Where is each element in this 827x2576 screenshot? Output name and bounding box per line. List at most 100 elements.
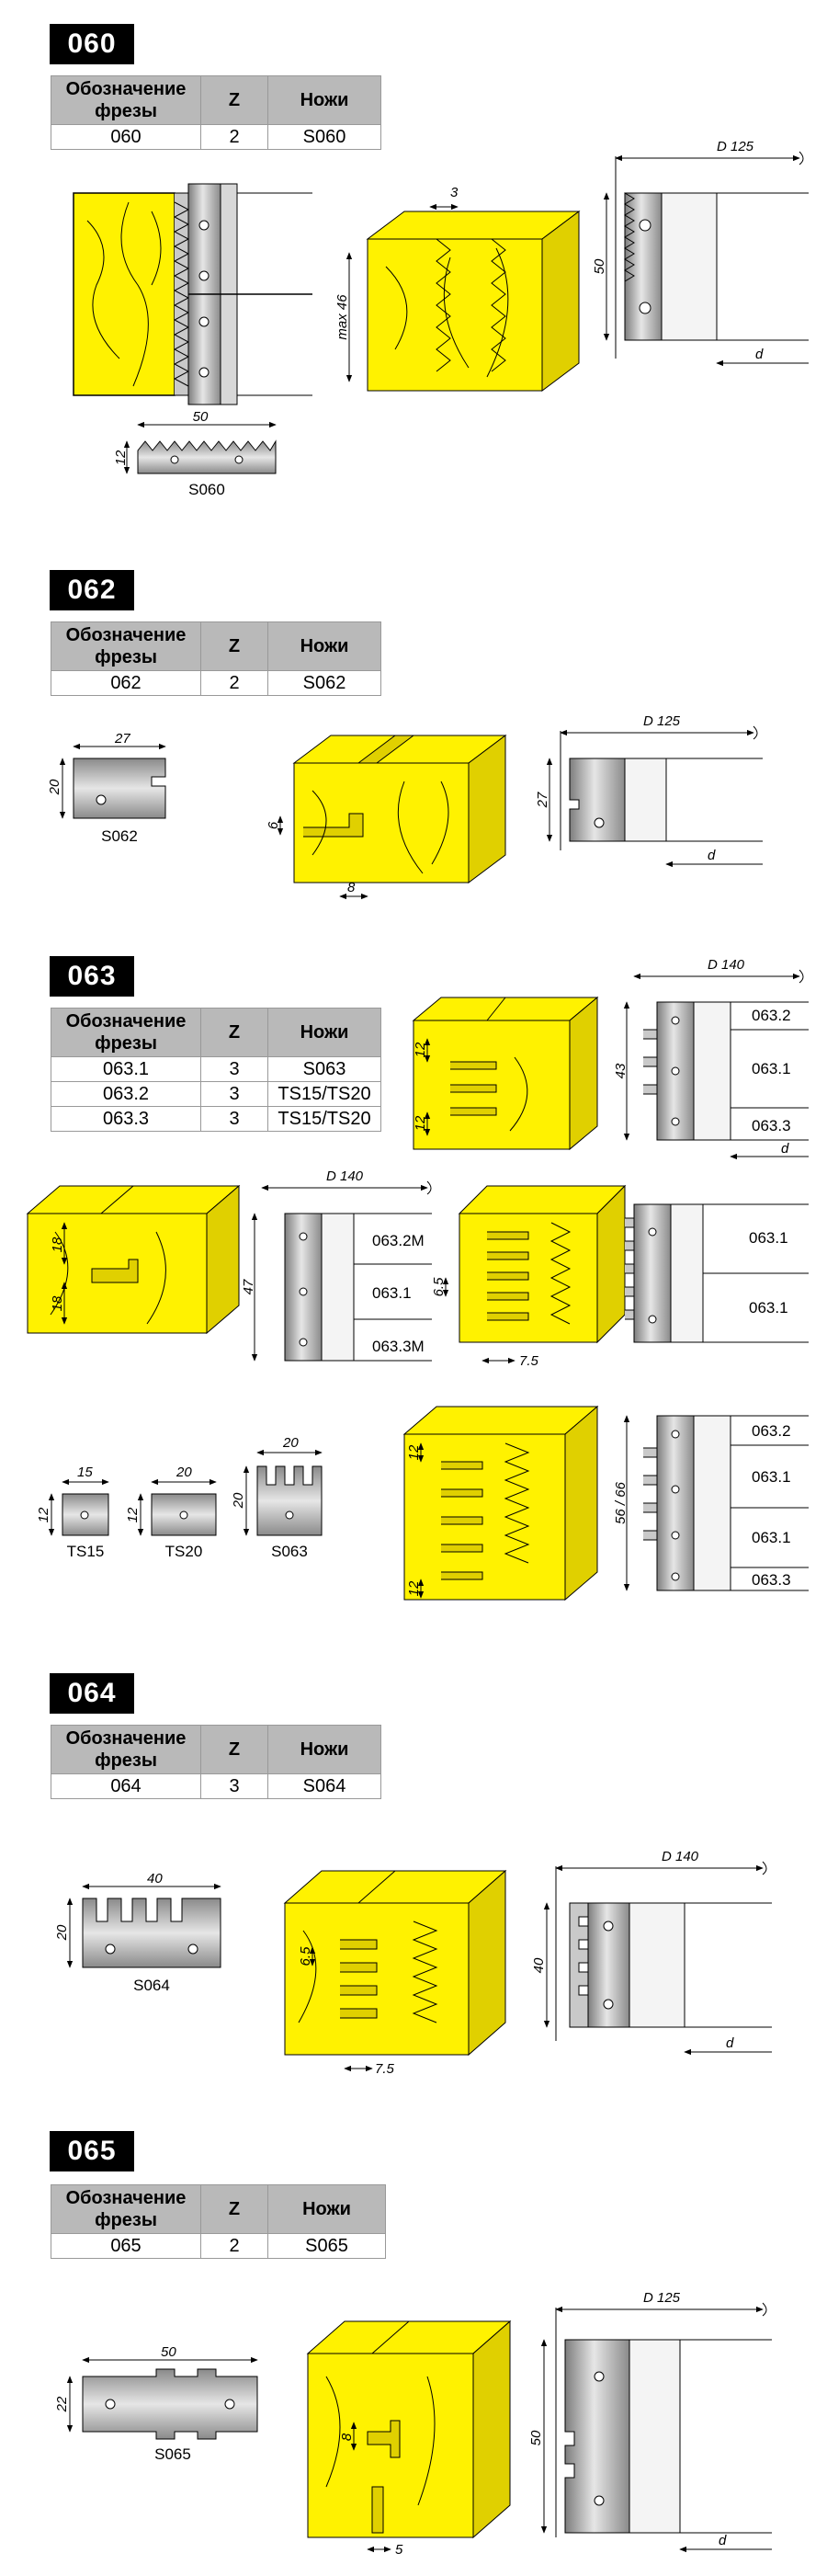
cell-designation: 063.3	[51, 1106, 201, 1132]
dim-bore: d	[719, 2533, 727, 2548]
table-header-row: Обозначение фрезы Z Ножи	[51, 75, 381, 125]
cell-designation: 062	[51, 670, 201, 696]
dim-bore: d	[755, 347, 764, 362]
dim-knife-height: 12	[113, 450, 129, 465]
dim-cutter-height: 50	[528, 2430, 544, 2445]
stack-label: 063.1	[752, 1060, 791, 1077]
dim-cutter-dia: D 125	[717, 139, 754, 154]
knife-s064-figure: 40 20 S064	[54, 1871, 221, 1994]
cell-knives: S060	[267, 124, 381, 150]
header-designation: Обозначение фрезы	[51, 75, 201, 125]
header-knives: Ножи	[267, 1008, 381, 1057]
cell-designation: 064	[51, 1773, 201, 1799]
table-row: 064 3 S064	[51, 1773, 381, 1799]
dim-cutter-dia: D 140	[662, 1849, 699, 1864]
profile-block-figure: 12 12	[402, 1405, 599, 1601]
cell-knives: S065	[267, 2233, 386, 2259]
dim-ts20: 20	[176, 1465, 192, 1480]
stack-label: 063.3	[752, 1117, 791, 1134]
header-knives: Ножи	[267, 2184, 386, 2234]
section-062: 062 Обозначение фрезы Z Ножи 062 2 S062 …	[0, 552, 827, 947]
header-z: Z	[200, 75, 268, 125]
header-designation: Обозначение фрезы	[51, 1725, 201, 1774]
table-header-row: Обозначение фрезы Z Ножи	[51, 1725, 381, 1774]
profile-block-figure: 6.5 7.5	[431, 1184, 627, 1369]
section-badge: 060	[50, 24, 134, 64]
section-badge: 064	[50, 1673, 134, 1714]
header-knives: Ножи	[267, 1725, 381, 1774]
stack-label: 063.1	[752, 1529, 791, 1546]
section-063: 063 Обозначение фрезы Z Ножи 063.1 3 S06…	[0, 947, 827, 1673]
cell-knives: TS15/TS20	[267, 1106, 381, 1132]
header-z: Z	[200, 1008, 268, 1057]
table-header-row: Обозначение фрезы Z Ножи	[51, 2184, 386, 2234]
cutter-stack-figure: D 140 063.2M 063.1 063.3M 47	[241, 1168, 432, 1362]
header-knives: Ножи	[267, 621, 381, 671]
stack-label: 063.3	[752, 1571, 791, 1589]
dim-groove-width: 5	[395, 2542, 403, 2558]
dim-knife-width: 27	[114, 731, 130, 747]
dim-cutter-height: 40	[531, 1957, 547, 1973]
header-z: Z	[200, 2184, 268, 2234]
dim-bore: d	[781, 1141, 789, 1157]
dim-pitch: 7.5	[519, 1353, 539, 1369]
dim-pitch: 7.5	[375, 2061, 395, 2077]
dim-knife-width: 50	[161, 2344, 176, 2360]
dim-knife-width: 50	[193, 409, 209, 425]
dim-knife-height: 22	[54, 2396, 70, 2412]
spec-table: Обозначение фрезы Z Ножи 063.1 3 S063 06…	[51, 1008, 381, 1132]
header-z: Z	[200, 621, 268, 671]
cell-knives: TS15/TS20	[267, 1081, 381, 1107]
cell-z: 3	[200, 1106, 268, 1132]
knife-s062-figure: 27 20 S062	[47, 731, 166, 845]
dim-tenon: 12	[413, 1042, 428, 1057]
knife-label: S062	[101, 827, 138, 845]
header-knives: Ножи	[267, 75, 381, 125]
dim-tenon: 18	[50, 1295, 65, 1311]
section-badge: 062	[50, 570, 134, 610]
cell-designation: 065	[51, 2233, 201, 2259]
cell-knives: S064	[267, 1773, 381, 1799]
knife-label: S063	[271, 1543, 308, 1560]
dim-groove-width: 8	[347, 880, 356, 895]
knife-label: TS20	[165, 1543, 203, 1560]
header-designation: Обозначение фрезы	[51, 1008, 201, 1057]
header-z: Z	[200, 1725, 268, 1774]
table-header-row: Обозначение фрезы Z Ножи	[51, 621, 381, 671]
header-designation: Обозначение фрезы	[51, 2184, 201, 2234]
table-row: 063.3 3 TS15/TS20	[51, 1106, 381, 1132]
table-row: 063.2 3 TS15/TS20	[51, 1081, 381, 1107]
stack-label: 063.1	[749, 1299, 788, 1316]
dim-knife-height: 20	[54, 1924, 70, 1941]
section-065: 065 Обозначение фрезы Z Ножи 065 2 S065 …	[0, 2105, 827, 2576]
cell-designation: 060	[51, 124, 201, 150]
table-header-row: Обозначение фрезы Z Ножи	[51, 1008, 381, 1057]
cutter-stack-figure: D 140 063.2 063.1 063.3 43 d	[613, 957, 809, 1160]
dim-knife-width: 40	[147, 1871, 163, 1886]
profile-block-figure: 8 5	[306, 2320, 512, 2558]
section-060: 060 Обозначение фрезы Z Ножи 060 2 S060	[0, 0, 827, 552]
dim-cutter-dia: D 125	[643, 713, 681, 729]
dim-knife-height: 12	[125, 1507, 141, 1522]
cutter-stack-figure: 063.1 063.1	[625, 1203, 809, 1343]
dim-tenon: 12	[406, 1580, 422, 1596]
cutter-on-wood-figure	[73, 183, 312, 405]
stack-label: 063.2M	[372, 1232, 425, 1249]
stack-label: 063.1	[372, 1284, 412, 1302]
dim-knife-height: 12	[36, 1507, 51, 1522]
profile-block-figure: 3 max 46	[334, 185, 581, 392]
cutter-side-figure: D 140 40 d	[531, 1849, 772, 2056]
stack-label: 063.2	[752, 1007, 791, 1024]
table-row: 065 2 S065	[51, 2233, 386, 2259]
dim-cutter-height: 50	[592, 258, 607, 274]
cell-z: 2	[200, 670, 268, 696]
cell-knives: S063	[267, 1056, 381, 1082]
stack-label: 063.1	[749, 1229, 788, 1247]
dim-height: 56 / 66	[613, 1481, 629, 1524]
cutter-side-figure: D 125 50 d	[592, 139, 809, 367]
dim-s063-width: 20	[282, 1435, 299, 1451]
cell-z: 2	[200, 2233, 268, 2259]
dim-cutter-dia: D 125	[643, 2290, 681, 2306]
knife-label: S060	[188, 481, 225, 498]
dim-step: 3	[450, 185, 459, 200]
